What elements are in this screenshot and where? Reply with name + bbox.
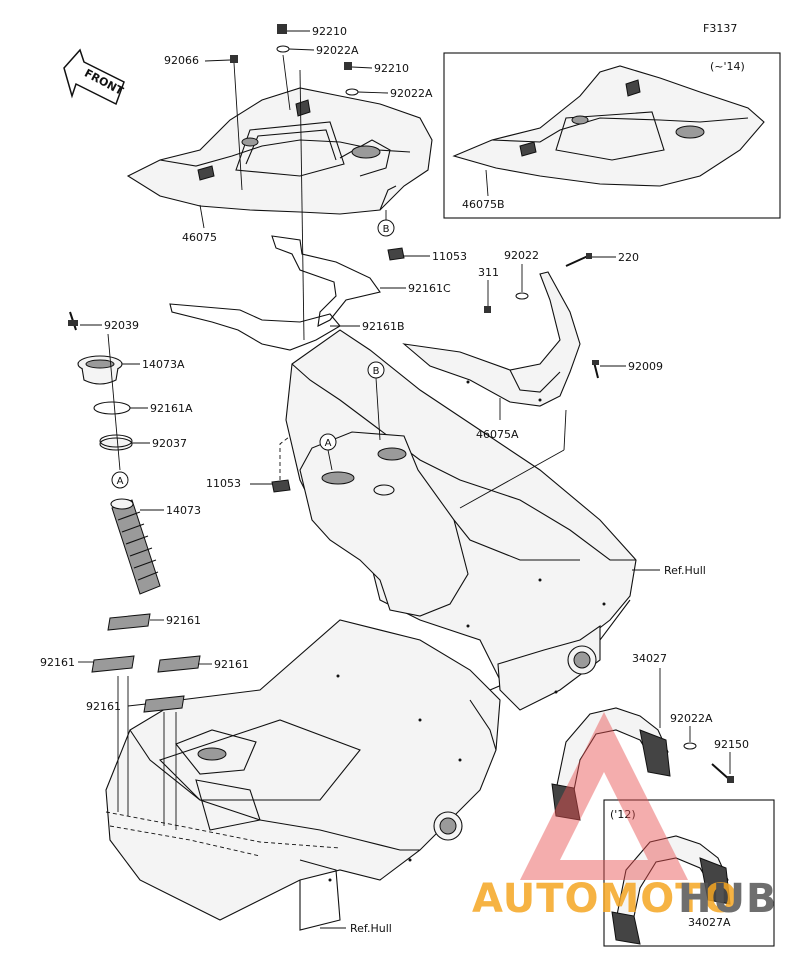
bolt-92210-mid xyxy=(344,62,352,70)
front-arrow-icon: FRONT xyxy=(63,48,126,106)
bolt-220 xyxy=(565,253,592,267)
label-92161B: 92161B xyxy=(362,320,405,333)
callout-a-mid: A xyxy=(325,438,332,449)
label-11053-upper: 11053 xyxy=(432,250,467,263)
label-34027: 34027 xyxy=(632,652,667,665)
label-311: 311 xyxy=(478,266,499,279)
bolt-92210-top xyxy=(277,24,287,34)
callout-b-upper: B xyxy=(383,224,390,235)
label-46075A: 46075A xyxy=(476,428,519,441)
clamp-92037 xyxy=(99,434,133,451)
inset-box-12 xyxy=(603,799,775,947)
label-46075: 46075 xyxy=(182,231,217,244)
pad-92161-c xyxy=(157,655,201,673)
label-92161C: 92161C xyxy=(408,282,451,295)
label-92150: 92150 xyxy=(714,738,749,751)
label-92161A: 92161A xyxy=(150,402,193,415)
label-46075B: 46075B xyxy=(462,198,505,211)
label-92022: 92022 xyxy=(504,249,539,262)
label-92161-c: 92161 xyxy=(214,658,249,671)
label-92009: 92009 xyxy=(628,360,663,373)
label-ref-hull-lower: Ref.Hull xyxy=(350,922,392,935)
gasket-92161C xyxy=(271,235,381,327)
label-92039: 92039 xyxy=(104,319,139,332)
watermark-logo: AUTOMOTO HUB xyxy=(472,712,777,922)
grab-handle-34027 xyxy=(551,707,671,821)
label-92037: 92037 xyxy=(152,437,187,450)
cover-46075A xyxy=(402,271,581,407)
label-220: 220 xyxy=(618,251,639,264)
label-92161-a: 92161 xyxy=(166,614,201,627)
hull-upper xyxy=(285,329,637,711)
label-14073: 14073 xyxy=(166,504,201,517)
pad-92161-b xyxy=(91,655,135,673)
pad-92161-d xyxy=(143,695,185,713)
filler-hose-14073 xyxy=(110,498,161,595)
hull-lower xyxy=(105,619,501,931)
screw-92039 xyxy=(68,311,78,331)
gasket-92161B xyxy=(169,303,341,351)
seat-frame-46075 xyxy=(126,87,433,215)
o-ring-92161A xyxy=(93,401,131,415)
bolt-92150 xyxy=(711,763,734,783)
grab-handle-34027A xyxy=(611,835,731,945)
callout-b-lower: B xyxy=(373,366,380,377)
inset-year-12: ('12) xyxy=(610,808,636,821)
figure-code: F3137 xyxy=(703,22,737,35)
bolt-92066 xyxy=(230,55,238,63)
label-11053-lower: 11053 xyxy=(206,477,241,490)
callout-a-left: A xyxy=(117,476,124,487)
label-92210-mid: 92210 xyxy=(374,62,409,75)
label-34027A: 34027A xyxy=(688,916,731,929)
screw-92009 xyxy=(592,360,599,379)
label-92022A-right: 92022A xyxy=(670,712,713,725)
watermark-text-dark: HUB xyxy=(678,876,777,922)
label-92210-top: 92210 xyxy=(312,25,347,38)
inset-box-14 xyxy=(443,52,781,219)
label-92022A-mid: 92022A xyxy=(390,87,433,100)
inset-year-14: (~'14) xyxy=(710,60,745,73)
watermark-text-orange: AUTOMOTO xyxy=(472,876,739,922)
washer-92022A-right xyxy=(683,742,697,750)
label-92022A-top: 92022A xyxy=(316,44,359,57)
pad-92161-a xyxy=(107,613,151,631)
label-92161-b: 92161 xyxy=(40,656,75,669)
clip-11053-lower xyxy=(271,479,291,493)
washer-92022 xyxy=(515,292,529,300)
label-14073A: 14073A xyxy=(142,358,185,371)
label-92161-d: 92161 xyxy=(86,700,121,713)
filler-cap-14073A xyxy=(77,355,123,385)
label-92066: 92066 xyxy=(164,54,199,67)
nut-311 xyxy=(484,306,491,313)
label-ref-hull-upper: Ref.Hull xyxy=(664,564,706,577)
clip-11053-upper xyxy=(387,247,405,261)
seat-frame-46075B xyxy=(452,65,765,187)
